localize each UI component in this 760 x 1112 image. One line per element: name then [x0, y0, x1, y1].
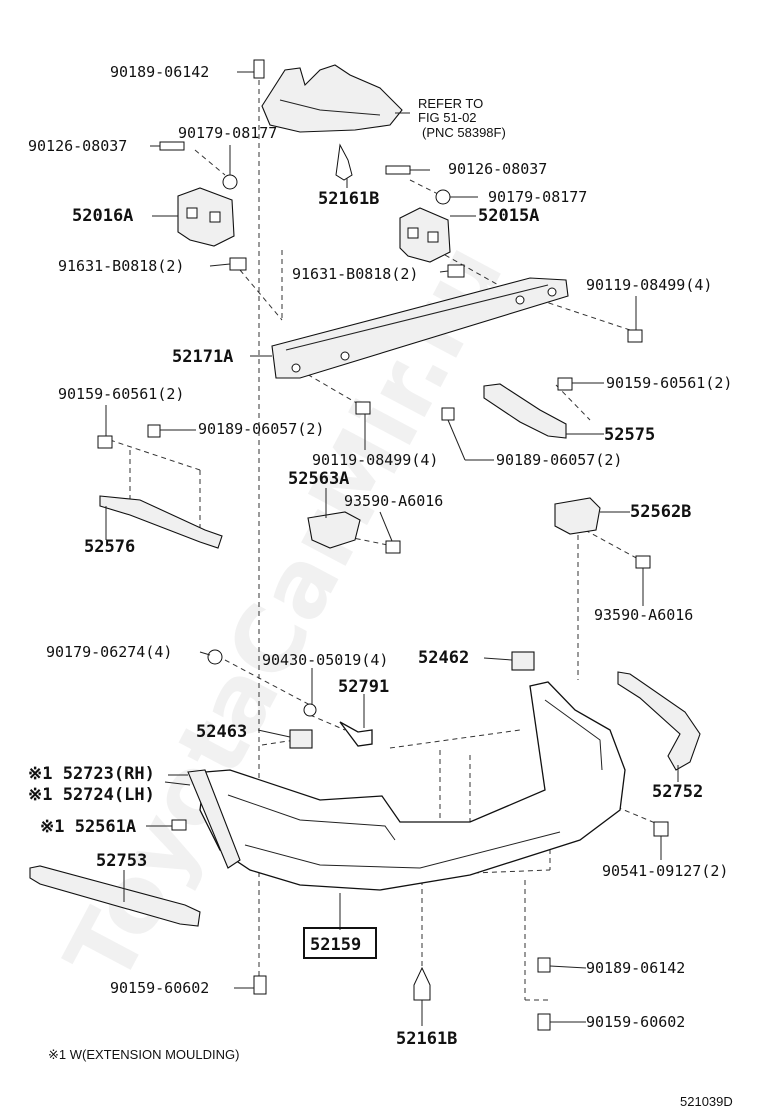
part-label-90179-06274[interactable]: 90179-06274(4) — [46, 643, 172, 661]
pad-52463-shape — [289, 729, 313, 749]
part-label-52561a[interactable]: ※1 52561A — [40, 817, 136, 837]
part-label-90159-60561-left[interactable]: 90159-60561(2) — [58, 385, 184, 403]
part-label-52791[interactable]: 52791 — [338, 677, 389, 697]
retainer-52575-shape — [483, 383, 567, 439]
part-label-90126-08037-right[interactable]: 90126-08037 — [448, 160, 547, 178]
bracket-52015a-shape — [399, 207, 451, 263]
part-label-90179-08177-right[interactable]: 90179-08177 — [488, 188, 587, 206]
engine-under-cover-shape — [261, 64, 403, 133]
part-label-90430-05019[interactable]: 90430-05019(4) — [262, 651, 388, 669]
part-label-52171a[interactable]: 52171A — [172, 347, 233, 367]
part-label-52723-rh[interactable]: ※1 52723(RH) — [28, 764, 155, 784]
leader-lines — [105, 71, 679, 1026]
moulding-52752-shape — [617, 671, 701, 771]
part-label-93590-a6016-center[interactable]: 93590-A6016 — [344, 492, 443, 510]
part-label-52015a[interactable]: 52015A — [478, 206, 539, 226]
figure-code: 521039D — [680, 1094, 733, 1109]
part-label-93590-a6016-right[interactable]: 93590-A6016 — [594, 606, 693, 624]
part-label-52016a[interactable]: 52016A — [72, 206, 133, 226]
bracket-52016a-shape — [177, 187, 235, 247]
part-label-52161b-bottom[interactable]: 52161B — [396, 1029, 457, 1049]
part-label-90119-08499-right[interactable]: 90119-08499(4) — [586, 276, 712, 294]
part-label-52161b-top[interactable]: 52161B — [318, 189, 379, 209]
part-label-52575[interactable]: 52575 — [604, 425, 655, 445]
bracket-52563a-shape — [307, 511, 361, 549]
pad-52462-shape — [511, 651, 535, 671]
part-label-90159-60602-left[interactable]: 90159-60602 — [110, 979, 209, 997]
parts-drawings — [29, 64, 701, 927]
part-label-90189-06057-left[interactable]: 90189-06057(2) — [198, 420, 324, 438]
extension-moulding-shape — [187, 769, 241, 869]
part-label-52753[interactable]: 52753 — [96, 851, 147, 871]
clip-52791-shape — [339, 721, 373, 747]
part-label-90179-08177-left[interactable]: 90179-08177 — [178, 124, 277, 142]
fasteners — [97, 59, 669, 1031]
bracket-52562b-shape — [554, 497, 601, 535]
part-label-91631-b0818-right[interactable]: 91631-B0818(2) — [292, 265, 418, 283]
part-label-52463[interactable]: 52463 — [196, 722, 247, 742]
moulding-52753-shape — [29, 865, 201, 927]
part-labels: 90189-06142 90126-08037 90179-08177 5216… — [28, 63, 732, 1049]
part-label-52462[interactable]: 52462 — [418, 648, 469, 668]
part-label-90189-06057-right[interactable]: 90189-06057(2) — [496, 451, 622, 469]
part-label-52159-frame — [303, 927, 377, 959]
part-label-52562b[interactable]: 52562B — [630, 502, 691, 522]
refer-note-line3: (PNC 58398F) — [422, 125, 506, 140]
refer-note-line1: REFER TO — [418, 96, 483, 111]
part-label-90119-08499-center[interactable]: 90119-08499(4) — [312, 451, 438, 469]
part-label-90189-06142-bottom[interactable]: 90189-06142 — [586, 959, 685, 977]
refer-note: REFER TO FIG 51-02 (PNC 58398F) — [418, 96, 506, 140]
part-label-52752[interactable]: 52752 — [652, 782, 703, 802]
part-label-52159[interactable]: 52159 — [310, 935, 361, 955]
part-label-90159-60561-right[interactable]: 90159-60561(2) — [606, 374, 732, 392]
part-label-91631-b0818-left[interactable]: 91631-B0818(2) — [58, 257, 184, 275]
part-label-52576[interactable]: 52576 — [84, 537, 135, 557]
bumper-cover-shape — [199, 681, 626, 891]
footnote-text: ※1 W(EXTENSION MOULDING) — [48, 1047, 239, 1062]
retainer-52576-shape — [99, 495, 223, 549]
part-label-90159-60602-right[interactable]: 90159-60602 — [586, 1013, 685, 1031]
part-label-90126-08037-left[interactable]: 90126-08037 — [28, 137, 127, 155]
part-label-90541-09127[interactable]: 90541-09127(2) — [602, 862, 728, 880]
part-label-52724-lh[interactable]: ※1 52724(LH) — [28, 785, 155, 805]
refer-note-line2[interactable]: FIG 51-02 — [418, 110, 477, 125]
part-label-90189-06142-top[interactable]: 90189-06142 — [110, 63, 209, 81]
part-label-52563a[interactable]: 52563A — [288, 469, 349, 489]
